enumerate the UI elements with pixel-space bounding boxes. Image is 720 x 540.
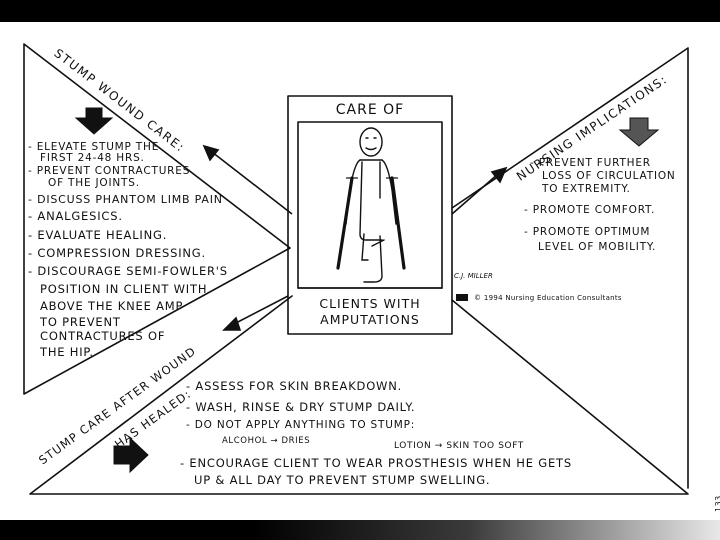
wound-item-5: - EVALUATE HEALING. (28, 228, 168, 242)
copyright-notice: © 1994 Nursing Education Consultants (474, 294, 622, 302)
wound-item-7f: THE HIP. (40, 345, 94, 359)
healed-item-1: - ASSESS FOR SKIN BREAKDOWN. (186, 379, 403, 393)
wound-item-3: - DISCUSS PHANTOM LIMB PAIN (28, 193, 223, 206)
healed-item-3: - DO NOT APPLY ANYTHING TO STUMP: (186, 419, 416, 431)
arrow-to-after-healed (222, 316, 242, 331)
crutches (336, 176, 406, 270)
wound-item-1b: FIRST 24-48 HRS. (40, 152, 145, 164)
right-triangle-outline (451, 47, 689, 489)
center-box (287, 95, 453, 335)
wound-item-2b: OF THE JOINTS. (48, 177, 140, 189)
center-title-line2: AMPUTATIONS (320, 312, 420, 327)
wound-item-7: - DISCOURAGE SEMI-FOWLER'S (28, 264, 228, 278)
healed-item-4: - ENCOURAGE CLIENT TO WEAR PROSTHESIS WH… (180, 456, 572, 470)
page-number: 133 (714, 495, 720, 512)
down-arrow-left (74, 107, 114, 135)
nursing-item-1: - PREVENT FURTHER (530, 157, 651, 169)
arrow-to-nursing (490, 166, 508, 184)
nursing-item-1c: TO EXTREMITY. (542, 183, 631, 195)
down-arrow-right (618, 117, 660, 147)
right-arrow-bottom (113, 436, 149, 474)
nursing-item-3: - PROMOTE OPTIMUM (524, 226, 651, 238)
wound-item-7c: ABOVE THE KNEE AMP (40, 299, 184, 313)
wound-item-2: - PREVENT CONTRACTURES (28, 165, 191, 177)
publisher-logo (456, 294, 468, 301)
wound-item-1: - ELEVATE STUMP THE (28, 141, 160, 153)
note-alcohol: ALCOHOL → DRIES (222, 436, 311, 446)
nursing-item-3b: LEVEL OF MOBILITY. (538, 241, 657, 253)
left-triangle-outline (23, 43, 291, 395)
bottom-gradient-band (0, 520, 720, 540)
bottom-panel-outline (29, 295, 689, 495)
nursing-item-2: - PROMOTE COMFORT. (524, 204, 656, 216)
diagram-sheet (0, 22, 720, 520)
wound-item-7e: CONTRACTURES OF (40, 329, 166, 343)
artist-signature: C.J. MILLER (454, 272, 493, 280)
center-title-line1: CLIENTS WITH (319, 296, 421, 311)
nursing-item-1b: LOSS OF CIRCULATION (542, 170, 676, 182)
wound-item-4: - ANALGESICS. (28, 209, 123, 223)
center-title-top: CARE OF (335, 102, 405, 118)
wound-item-7d: TO PREVENT (40, 315, 121, 329)
healed-item-2: - WASH, RINSE & DRY STUMP DAILY. (186, 400, 416, 414)
wound-item-6: - COMPRESSION DRESSING. (28, 246, 206, 260)
note-lotion: LOTION → SKIN TOO SOFT (394, 441, 524, 451)
arrow-to-wound-care (202, 144, 220, 162)
center-inner-frame (297, 121, 443, 289)
wound-item-7b: POSITION IN CLIENT WITH (40, 282, 208, 296)
healed-item-4b: UP & ALL DAY TO PREVENT STUMP SWELLING. (194, 473, 491, 487)
top-black-band (0, 0, 720, 22)
amputee-figure (345, 127, 397, 283)
